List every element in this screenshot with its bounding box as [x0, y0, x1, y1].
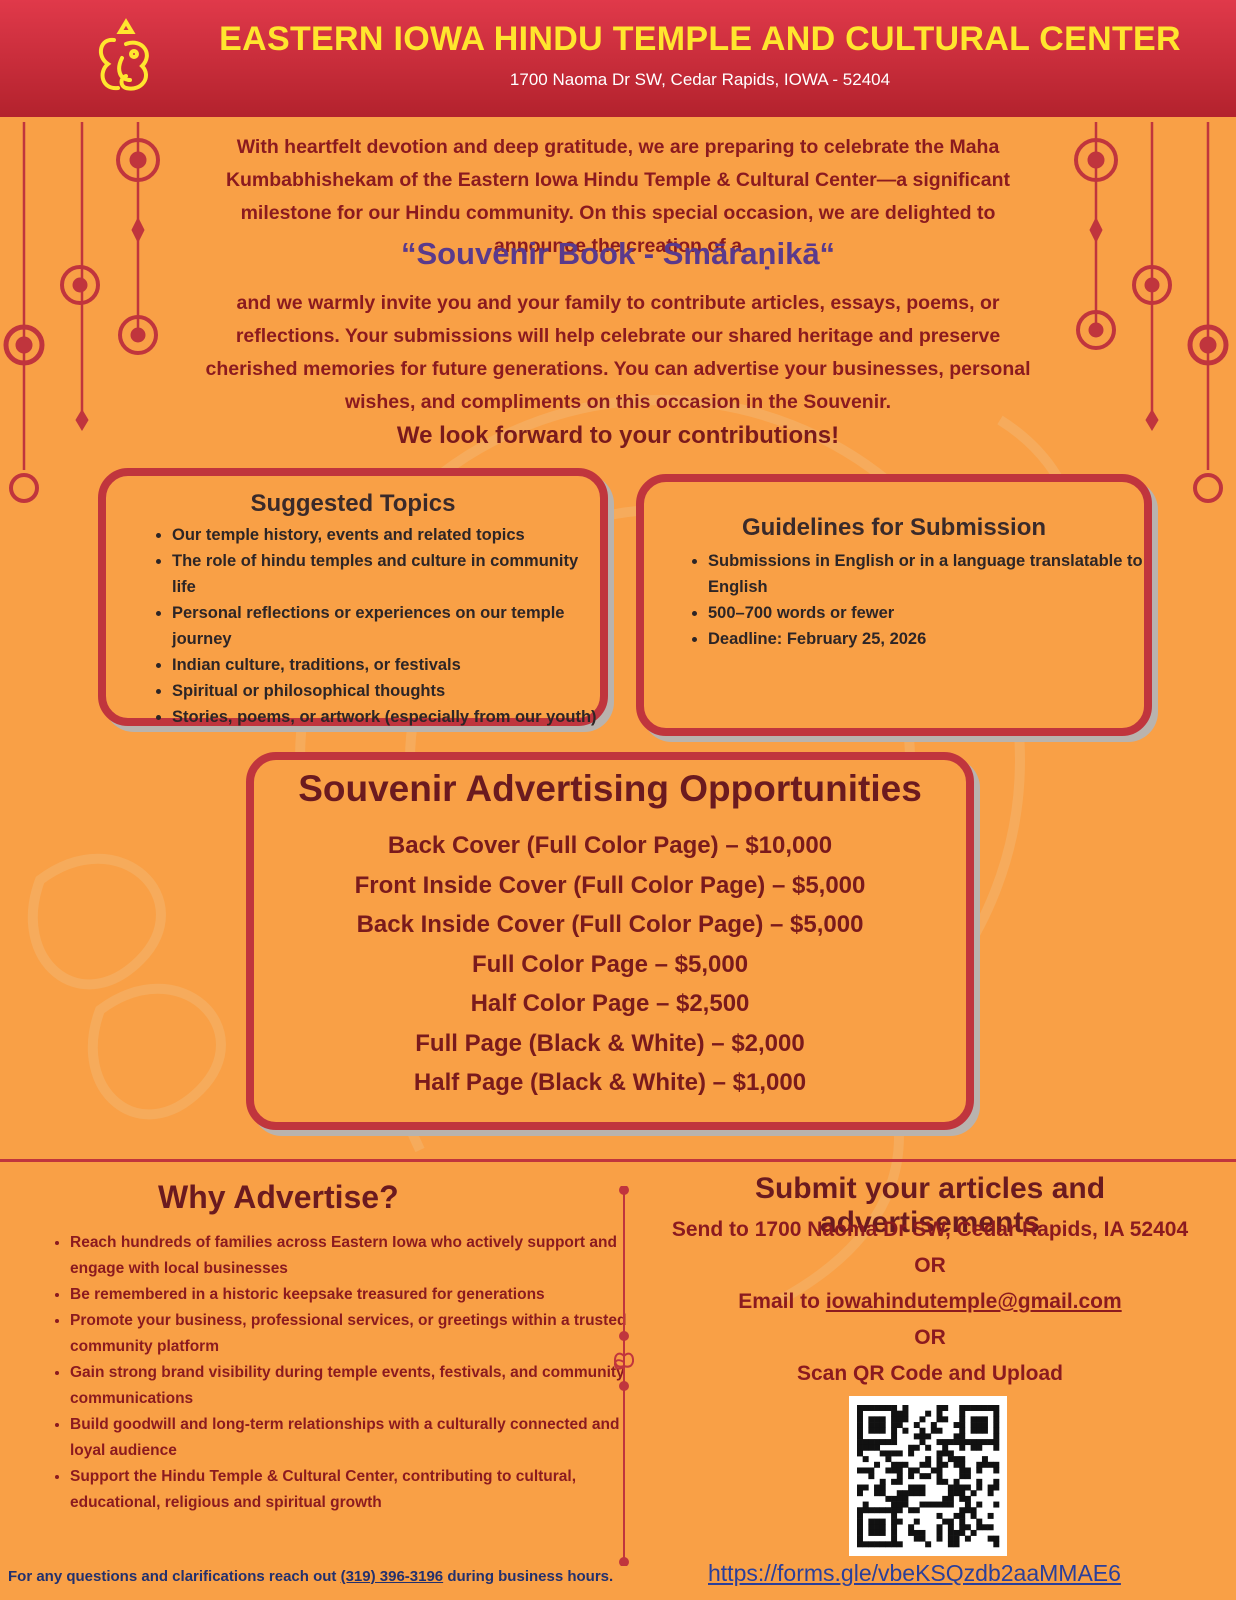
ad-price-item: Half Color Page – $2,500	[470, 990, 750, 1017]
footer-text-after: during business hours.	[443, 1568, 614, 1585]
list-item: Personal reflections or experiences on o…	[172, 600, 600, 652]
qr-code-icon[interactable]	[849, 1396, 1007, 1556]
list-item: Promote your business, professional serv…	[70, 1308, 640, 1360]
footer-text-before: For any questions and clarifications rea…	[8, 1568, 341, 1585]
footer-contact: For any questions and clarifications rea…	[8, 1568, 613, 1585]
list-item: Indian culture, traditions, or festivals	[172, 652, 600, 678]
list-item: Support the Hindu Temple & Cultural Cent…	[70, 1464, 640, 1516]
ornament-divider-icon	[614, 1186, 634, 1566]
ad-price-item: Back Cover (Full Color Page) – $10,000	[387, 832, 833, 859]
list-item: The role of hindu temples and culture in…	[172, 548, 600, 600]
advertising-title: Souvenir Advertising Opportunities	[298, 768, 922, 809]
why-advertise-title: Why Advertise?	[158, 1179, 399, 1215]
guidelines-list: Submissions in English or in a language …	[644, 548, 1144, 652]
ad-price-item: Back Inside Cover (Full Color Page) – $5…	[356, 911, 864, 938]
contributions-tagline: We look forward to your contributions!	[396, 422, 840, 449]
temple-address: 1700 Naoma Dr SW, Cedar Rapids, IOWA - 5…	[509, 70, 891, 89]
guidelines-title: Guidelines for Submission	[741, 514, 1047, 541]
list-item: Submissions in English or in a language …	[708, 548, 1144, 600]
souvenir-book-title: “Souvenir Book - Smāraṇikā“	[400, 236, 836, 271]
ad-price-item: Half Page (Black & White) – $1,000	[413, 1069, 807, 1096]
list-item: Gain strong brand visibility during temp…	[70, 1360, 640, 1412]
why-advertise-list: Reach hundreds of families across Easter…	[28, 1230, 640, 1516]
list-item: Deadline: February 25, 2026	[708, 626, 1144, 652]
advertising-price-list: Back Cover (Full Color Page) – $10,000 F…	[254, 826, 966, 1103]
list-item: Spiritual or philosophical thoughts	[172, 678, 600, 704]
suggested-topics-list: Our temple history, events and related t…	[106, 522, 600, 730]
header-banner: EASTERN IOWA HINDU TEMPLE AND CULTURAL C…	[0, 0, 1236, 117]
ad-price-item: Front Inside Cover (Full Color Page) – $…	[354, 871, 866, 899]
submit-mail-address: Send to 1700 Naoma Dr SW, Cedar Rapids, …	[671, 1218, 1189, 1241]
advertising-box: Souvenir Advertising Opportunities Back …	[246, 752, 974, 1130]
list-item: Stories, poems, or artwork (especially f…	[172, 704, 600, 730]
submit-title: Submit your articles and advertisements	[754, 1172, 1106, 1239]
intro-paragraph-1: With heartfelt devotion and deep gratitu…	[225, 136, 1011, 257]
email-prefix: Email to	[738, 1290, 826, 1313]
list-item: Our temple history, events and related t…	[172, 522, 600, 548]
suggested-topics-box: Suggested Topics Our temple history, eve…	[98, 468, 608, 726]
ad-price-item: Full Color Page – $5,000	[471, 950, 749, 978]
temple-title: EASTERN IOWA HINDU TEMPLE AND CULTURAL C…	[219, 20, 1181, 58]
form-url-link[interactable]: https://forms.gle/vbeKSQzdb2aaMMAE6	[708, 1560, 1121, 1586]
ad-price-item: Full Page (Black & White) – $2,000	[415, 1029, 805, 1057]
list-item: Build goodwill and long-term relationshi…	[70, 1412, 640, 1464]
scan-qr-instruction: Scan QR Code and Upload	[796, 1362, 1064, 1385]
ganesha-logo-icon	[98, 18, 149, 91]
section-divider	[0, 1159, 1236, 1162]
email-link[interactable]: iowahindutemple@gmail.com	[825, 1290, 1122, 1313]
or-separator: OR	[914, 1326, 946, 1349]
phone-link[interactable]: (319) 396-3196	[340, 1568, 444, 1585]
suggested-topics-title: Suggested Topics	[250, 490, 456, 517]
guidelines-box: Guidelines for Submission Submissions in…	[636, 474, 1152, 736]
or-separator: OR	[914, 1254, 946, 1277]
intro-paragraph-2: and we warmly invite you and your family…	[205, 292, 1031, 413]
list-item: Reach hundreds of families across Easter…	[70, 1230, 640, 1282]
list-item: 500–700 words or fewer	[708, 600, 1144, 626]
list-item: Be remembered in a historic keepsake tre…	[70, 1282, 640, 1308]
submit-email-line: Email to iowahindutemple@gmail.com	[650, 1290, 1210, 1314]
